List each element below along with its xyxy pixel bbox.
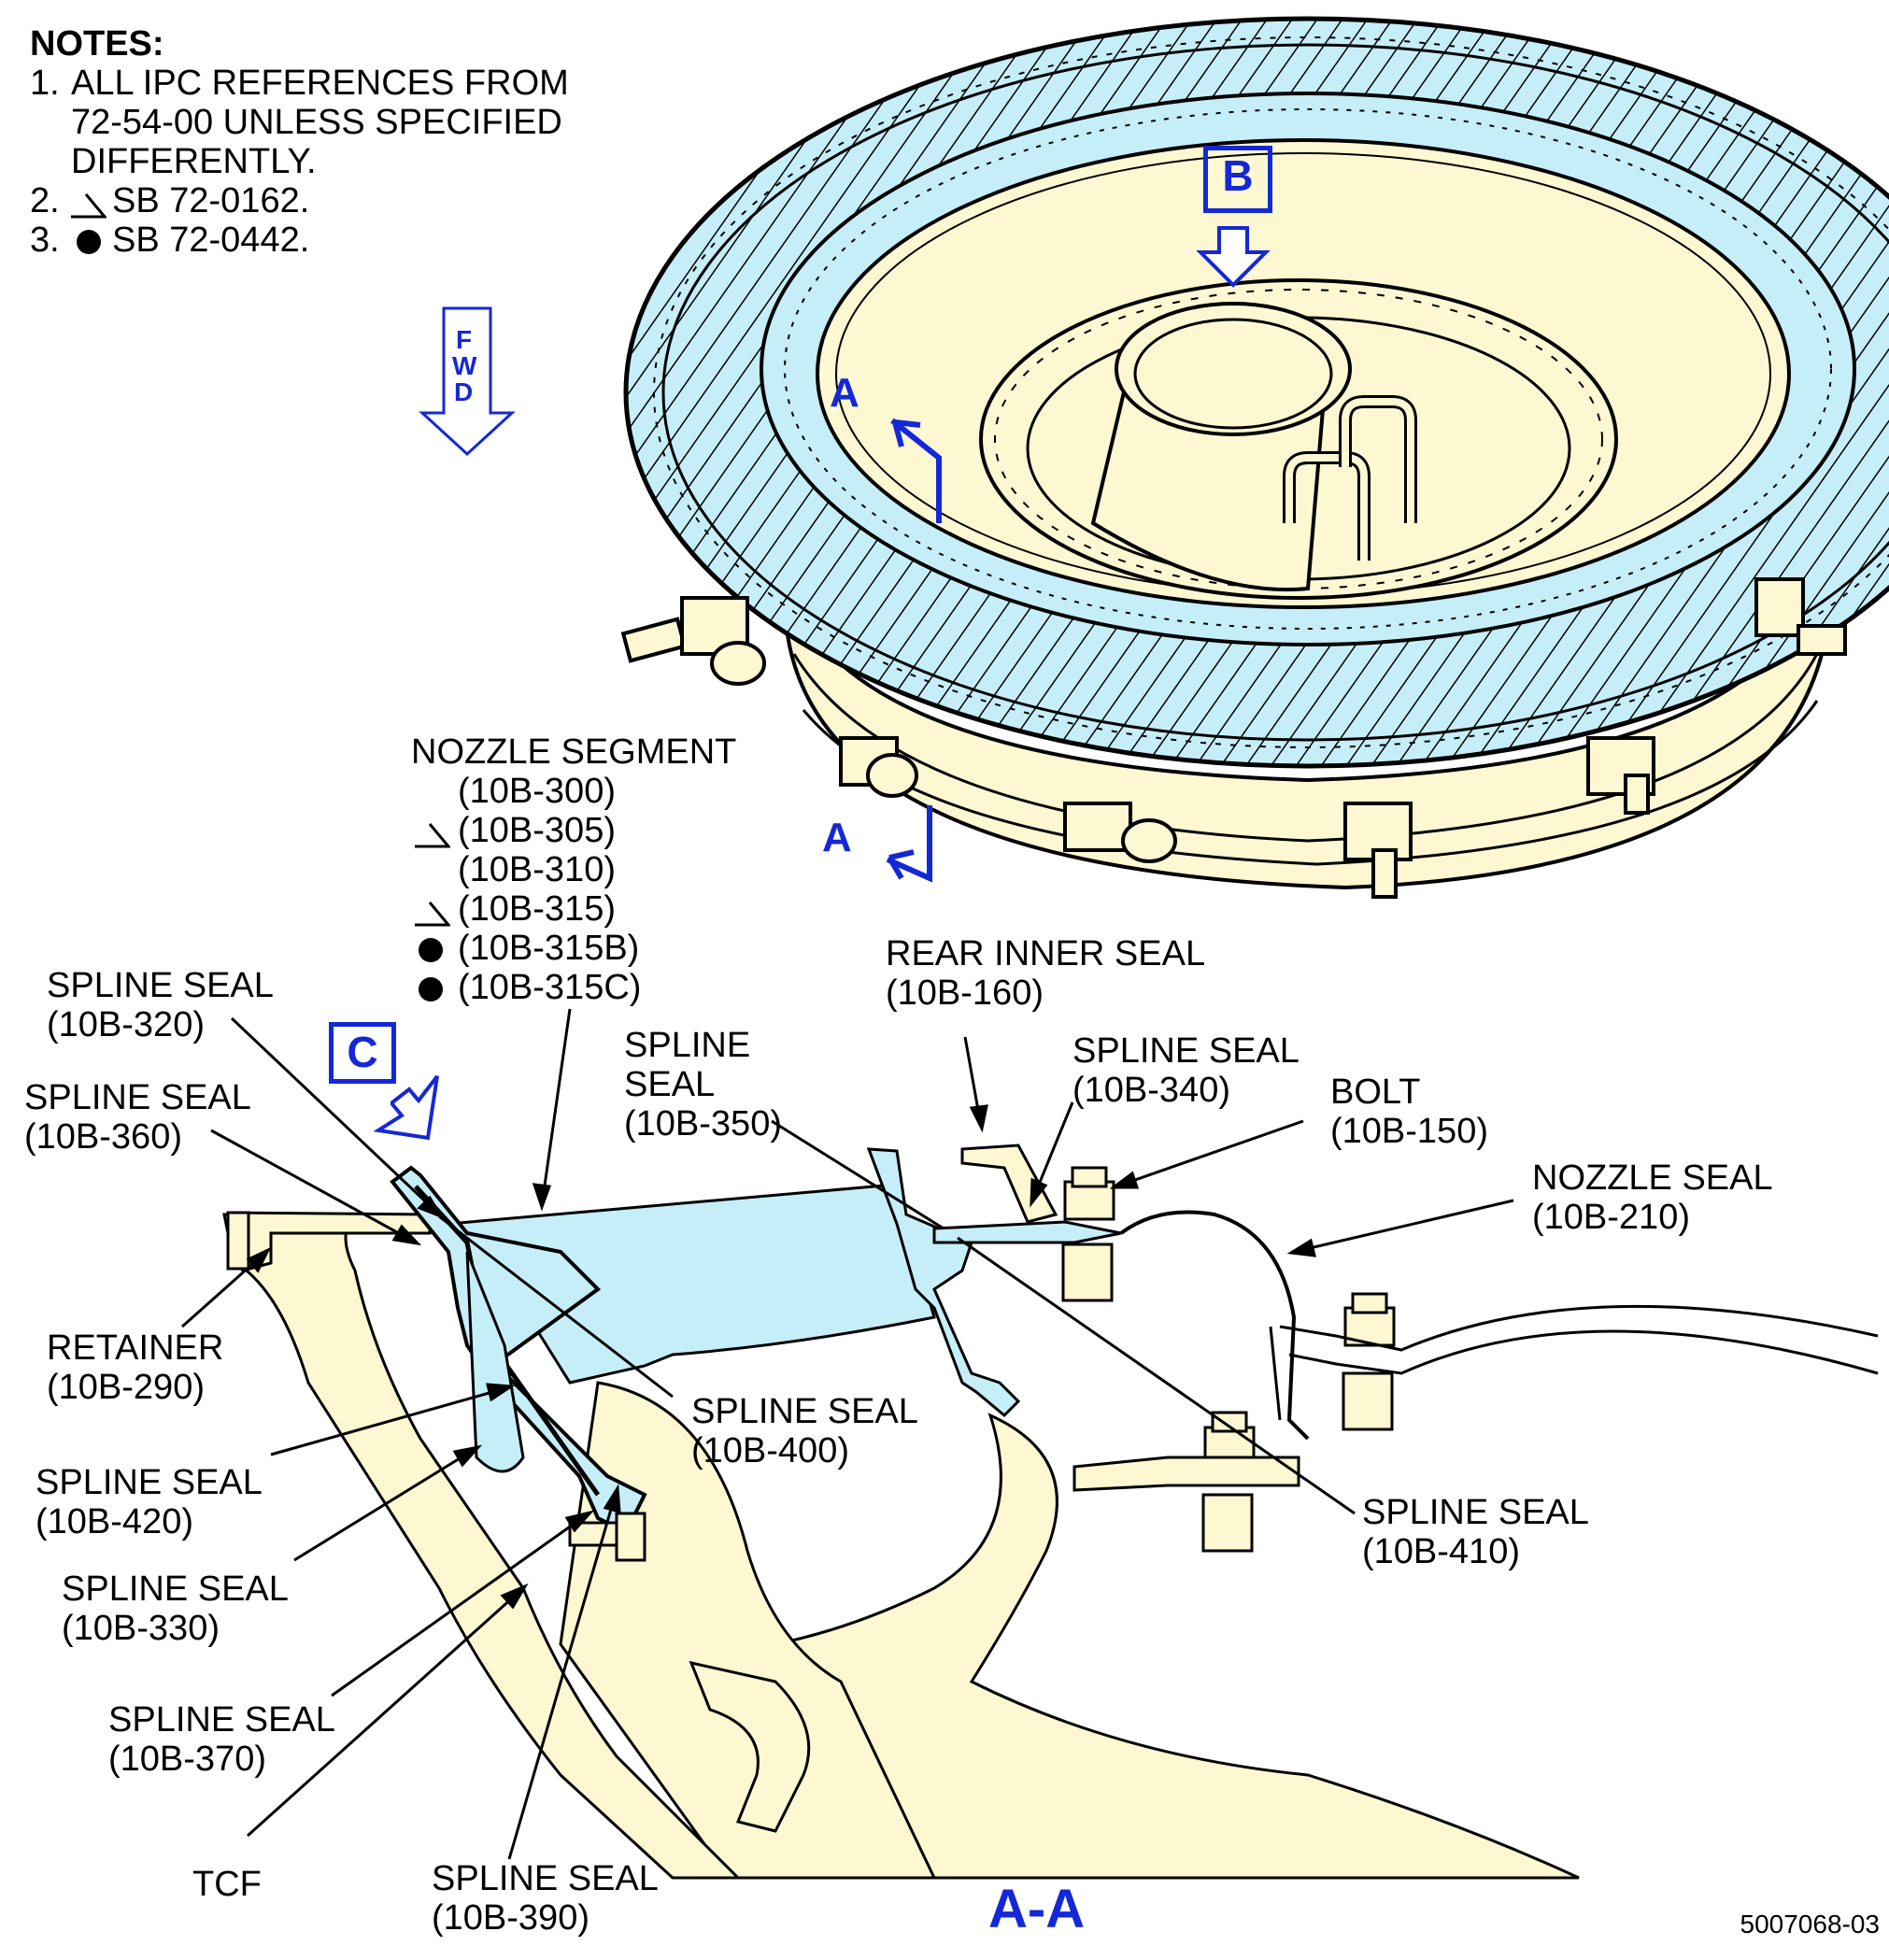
flag-icon xyxy=(415,823,450,848)
section-title: A-A xyxy=(988,1879,1086,1939)
leader-lines xyxy=(181,1008,1514,1860)
callout-spline-seal-410-name: SPLINE SEAL xyxy=(1362,1493,1589,1532)
callout-spline-seal-400-name: SPLINE SEAL xyxy=(691,1392,918,1431)
dot-icon xyxy=(419,938,443,962)
callout-nozzle-segment-ref-315c: (10B-315C) xyxy=(458,968,642,1007)
callout-nozzle-segment-title: NOZZLE SEGMENT xyxy=(411,732,737,772)
dot-icon xyxy=(419,977,443,1001)
callout-spline-seal-320-ref: (10B-320) xyxy=(47,1005,205,1044)
note-2-number: 2. xyxy=(30,181,60,220)
callout-nozzle-segment-ref-305: (10B-305) xyxy=(458,811,616,850)
callout-nozzle-segment-ref-315b: (10B-315B) xyxy=(458,929,640,968)
callout-rear-inner-seal-ref: (10B-160) xyxy=(886,973,1044,1013)
callout-rear-inner-seal-name: REAR INNER SEAL xyxy=(886,934,1206,973)
section-cut-line xyxy=(886,418,942,883)
callout-tcf-name: TCF xyxy=(192,1865,262,1904)
callout-spline-seal-340-name: SPLINE SEAL xyxy=(1072,1031,1300,1071)
section-a-bottom-label: A xyxy=(822,815,852,860)
forward-arrow xyxy=(419,306,516,457)
callout-spline-seal-340-ref: (10B-340) xyxy=(1072,1071,1230,1110)
callout-bolt-ref: (10B-150) xyxy=(1330,1112,1488,1151)
callout-retainer-ref: (10B-290) xyxy=(47,1368,205,1407)
callout-spline-seal-360-name: SPLINE SEAL xyxy=(24,1078,251,1117)
flag-icon xyxy=(415,902,450,927)
figure-number: 5007068-03 xyxy=(1740,1910,1880,1939)
callout-spline-seal-350-line-2: SEAL xyxy=(624,1065,716,1104)
engine-nozzle-assembly xyxy=(620,16,1889,899)
callout-nozzle-segment-ref-315: (10B-315) xyxy=(458,889,616,929)
callout-spline-seal-330-ref: (10B-330) xyxy=(62,1609,220,1648)
note-3-number: 3. xyxy=(30,220,60,260)
callout-spline-seal-350-line-1: SPLINE xyxy=(624,1026,751,1065)
callout-bolt-name: BOLT xyxy=(1330,1072,1421,1112)
callout-spline-seal-420-name: SPLINE SEAL xyxy=(36,1463,263,1502)
callout-spline-seal-370-name: SPLINE SEAL xyxy=(108,1700,335,1740)
section-a-a-drawing xyxy=(222,1143,1879,1880)
note-3-text: SB 72-0442. xyxy=(112,220,310,260)
flag-icon xyxy=(71,193,107,219)
fwd-letter-w: W xyxy=(452,351,477,380)
callout-spline-seal-330-name: SPLINE SEAL xyxy=(62,1569,289,1609)
note-1-number: 1. xyxy=(30,64,60,103)
view-c-arrow xyxy=(373,1074,439,1141)
view-b-label: B xyxy=(1203,146,1272,213)
callout-spline-seal-420-ref: (10B-420) xyxy=(36,1502,193,1541)
notes-title: NOTES: xyxy=(30,24,164,64)
note-1-line-3: DIFFERENTLY. xyxy=(71,142,317,181)
callout-spline-seal-390-name: SPLINE SEAL xyxy=(432,1859,659,1898)
callout-spline-seal-390-ref: (10B-390) xyxy=(432,1898,589,1938)
dot-icon xyxy=(77,230,101,254)
callout-retainer-name: RETAINER xyxy=(47,1328,224,1368)
callout-nozzle-seal-ref: (10B-210) xyxy=(1532,1198,1690,1237)
callout-nozzle-segment-ref-310: (10B-310) xyxy=(458,850,616,889)
callout-spline-seal-320-name: SPLINE SEAL xyxy=(47,966,274,1005)
callout-spline-seal-360-ref: (10B-360) xyxy=(24,1117,182,1157)
note-1-line-1: ALL IPC REFERENCES FROM xyxy=(71,64,569,103)
callout-spline-seal-370-ref: (10B-370) xyxy=(108,1740,266,1779)
section-a-top-label: A xyxy=(830,370,859,416)
callout-nozzle-seal-name: NOZZLE SEAL xyxy=(1532,1158,1773,1198)
view-b-arrow xyxy=(1196,226,1271,288)
fwd-letter-f: F xyxy=(456,325,473,354)
callout-spline-seal-400-ref: (10B-400) xyxy=(691,1431,849,1470)
callout-spline-seal-410-ref: (10B-410) xyxy=(1362,1532,1520,1571)
view-c-label: C xyxy=(329,1022,396,1084)
note-1-line-2: 72-54-00 UNLESS SPECIFIED xyxy=(71,103,562,142)
note-2-text: SB 72-0162. xyxy=(112,181,310,220)
fwd-letter-d: D xyxy=(454,377,474,406)
callout-spline-seal-350-ref: (10B-350) xyxy=(624,1104,782,1143)
callout-nozzle-segment-ref-300: (10B-300) xyxy=(458,772,616,811)
